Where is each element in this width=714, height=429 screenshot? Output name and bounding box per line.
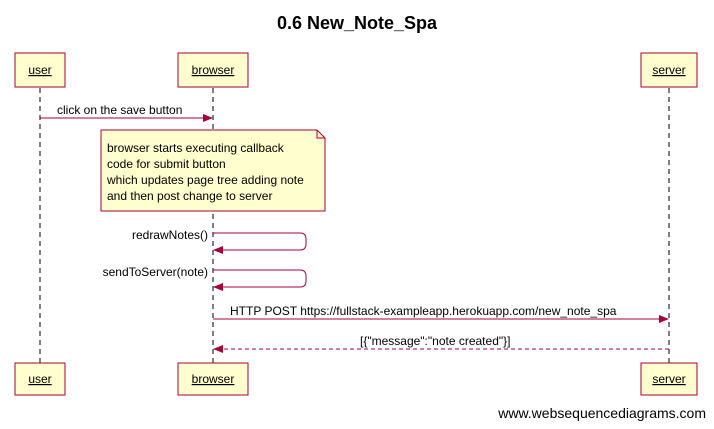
actor-server-bottom: server [640,362,698,396]
note-callback: browser starts executing callback code f… [100,129,326,212]
actor-server-top: server [640,52,698,88]
actor-browser-bottom: browser [177,362,249,396]
message-click-save-label: click on the save button [57,103,182,117]
message-send-arrow [213,269,307,291]
actor-browser-top: browser [177,52,249,88]
actor-user-top: user [14,52,66,88]
message-redraw-arrow [213,232,307,254]
note-line-1: browser starts executing callback [107,141,285,155]
note-line-4: and then post change to server [107,189,272,203]
diagram-title: 0.6 New_Note_Spa [277,13,438,33]
footer-watermark: www.websequencediagrams.com [497,405,706,421]
actor-server-bottom-label: server [652,372,685,386]
actor-user-bottom: user [14,362,66,396]
note-line-2: code for submit button [107,157,226,171]
message-http-post-label: HTTP POST https://fullstack-exampleapp.h… [230,304,617,318]
actor-browser-label: browser [192,63,235,77]
actor-user-bottom-label: user [28,372,51,386]
note-line-3: which updates page tree adding note [106,173,304,187]
actor-browser-bottom-label: browser [192,372,235,386]
actor-user-label: user [28,63,51,77]
message-send-label: sendToServer(note) [103,265,208,279]
message-response-label: [{"message":"note created"}] [360,334,510,348]
actor-server-label: server [652,63,685,77]
message-redraw-label: redrawNotes() [132,228,208,242]
